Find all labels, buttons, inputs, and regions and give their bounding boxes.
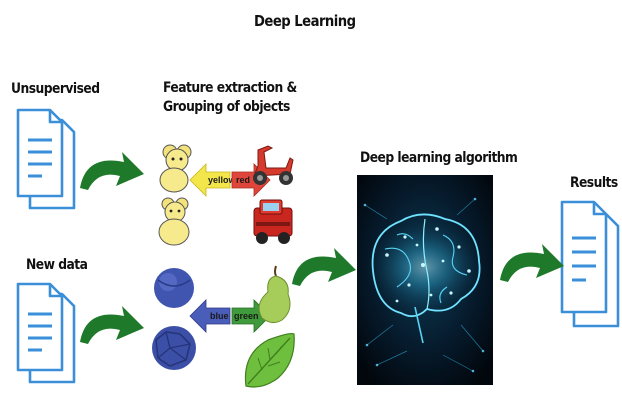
grouping-bottom: blue green: [152, 265, 295, 388]
truck-icon: [253, 199, 293, 244]
document-icon: [16, 108, 76, 210]
unsupervised-label: Unsupervised: [11, 81, 100, 97]
grouping-top: yellow red: [158, 144, 294, 246]
brain-circuit-icon: [357, 175, 493, 385]
curved-arrow-icon: [500, 244, 564, 282]
document-icon: [16, 282, 76, 384]
document-icon: [560, 200, 620, 328]
curved-arrow-icon: [292, 248, 356, 286]
arrow-label-red: red: [236, 175, 250, 185]
feature-extraction-label-line2: Grouping of objects: [163, 99, 290, 115]
arrow-label-blue: blue: [210, 311, 229, 321]
curved-arrow-icon: [80, 152, 144, 190]
ball-icon: [154, 268, 194, 308]
curved-arrow-icon: [80, 306, 144, 344]
blue-arrow-icon: [189, 299, 231, 333]
arrow-label-yellow: yellow: [208, 175, 237, 185]
scooter-icon: [253, 145, 294, 185]
arrow-label-green: green: [234, 311, 259, 321]
new-data-label: New data: [26, 257, 88, 273]
page-title: Deep Learning: [254, 12, 356, 30]
leaf-icon: [244, 333, 295, 388]
teddy-bear-icon: [159, 144, 192, 193]
results-label: Results: [570, 175, 618, 191]
yellow-arrow-icon: [189, 163, 231, 197]
ball-icon: [152, 326, 196, 370]
feature-extraction-label-line1: Feature extraction &: [163, 80, 297, 96]
pear-icon: [258, 265, 291, 324]
algorithm-label: Deep learning algorithm: [360, 150, 518, 166]
teddy-bear-icon: [158, 197, 190, 246]
